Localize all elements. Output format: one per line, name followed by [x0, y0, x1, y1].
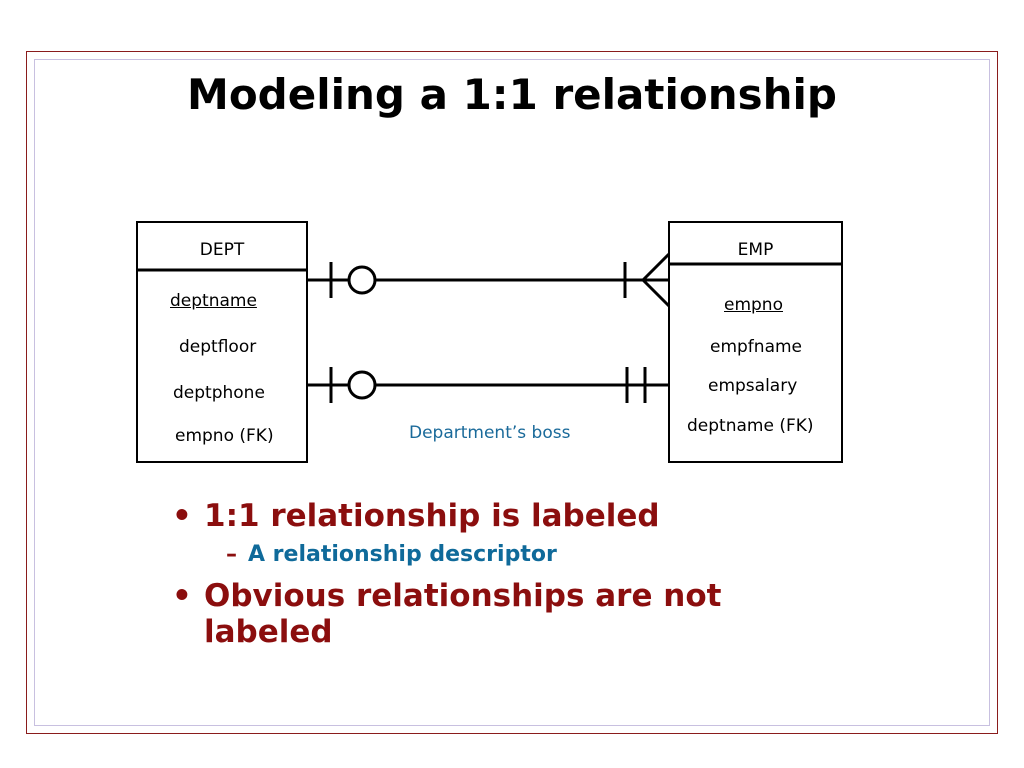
- dept-attr-deptphone: deptphone: [173, 383, 265, 403]
- relationship-line-1: [307, 252, 671, 308]
- bullet-dot: •: [172, 578, 192, 614]
- relationship-line-2: [307, 367, 669, 403]
- slide-title: Modeling a 1:1 relationship: [187, 70, 837, 119]
- emp-attr-empsalary: empsalary: [708, 376, 798, 396]
- dept-attr-empno-fk: empno (FK): [175, 426, 274, 446]
- rel2-dept-zero-circle: [347, 370, 377, 400]
- slide-inner-frame: [34, 59, 990, 726]
- emp-attr-empfname: empfname: [710, 337, 803, 357]
- relationship-descriptor-label: Department’s boss: [409, 423, 571, 443]
- dept-attr-deptfloor: deptfloor: [179, 337, 257, 357]
- bullet-item: • 1:1 relationship is labeled: [172, 498, 812, 534]
- bullet-dot: •: [172, 498, 192, 534]
- rel1-dept-zero-circle: [347, 265, 377, 295]
- sub-bullet-item: – A relationship descriptor: [172, 540, 812, 570]
- dept-entity-box: [136, 221, 308, 463]
- emp-attr-empno: empno: [724, 295, 783, 315]
- bullet-text: Obvious relationships are not labeled: [204, 578, 722, 650]
- emp-entity-box: [668, 221, 843, 463]
- sub-bullet-text: A relationship descriptor: [248, 542, 557, 567]
- rel1-emp-crowfoot-upper: [641, 252, 671, 282]
- bullet-item: • Obvious relationships are not labeled: [172, 578, 812, 650]
- emp-attr-deptname-fk: deptname (FK): [687, 416, 814, 436]
- slide-frame: [26, 51, 998, 734]
- dept-attr-deptname: deptname: [170, 291, 257, 311]
- sub-bullet-dash: –: [226, 542, 237, 567]
- bullet-list: • 1:1 relationship is labeled – A relati…: [172, 498, 812, 660]
- bullet-text: 1:1 relationship is labeled: [204, 498, 660, 534]
- rel1-emp-crowfoot-lower: [641, 278, 671, 308]
- emp-entity-name: EMP: [737, 240, 774, 260]
- dept-entity-name: DEPT: [199, 240, 245, 260]
